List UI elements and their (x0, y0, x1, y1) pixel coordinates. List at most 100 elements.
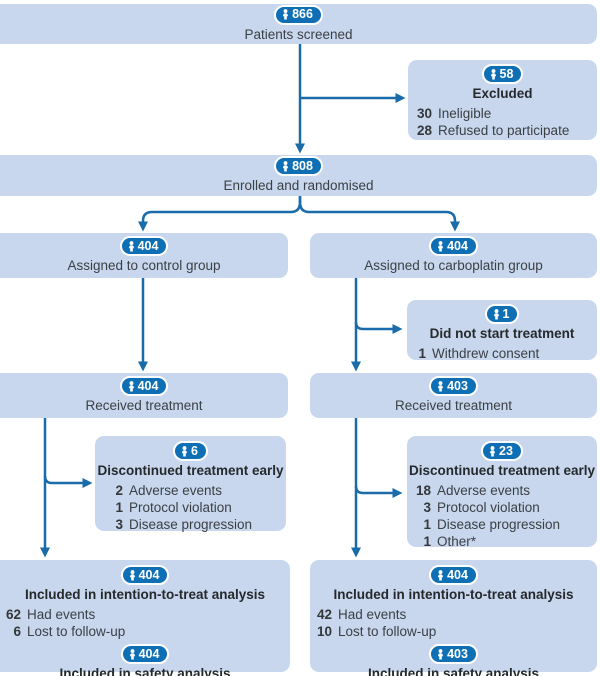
list-item: 1 Disease progression (412, 516, 597, 533)
item-count: 42 (316, 607, 332, 622)
item-label: Disease progression (437, 517, 561, 532)
item-count: 62 (5, 607, 21, 622)
count-value: 58 (499, 66, 514, 81)
item-count: 1 (423, 534, 431, 549)
box-discontinued-control: 6 Discontinued treatment early 2 Adverse… (95, 436, 286, 533)
box-assigned-control: 404 Assigned to control group (0, 233, 288, 278)
arrow-split-right (298, 196, 460, 232)
reason-list: 2 Adverse events 1 Protocol violation 3 … (95, 482, 286, 533)
item-label: Ineligible (438, 106, 492, 121)
count-value: 403 (447, 378, 468, 393)
item-count: 3 (423, 500, 431, 515)
box-title: Did not start treatment (429, 326, 575, 342)
person-icon (181, 446, 188, 457)
item-count: 1 (418, 346, 426, 361)
count-badge: 404 (429, 236, 478, 257)
count-value: 23 (499, 443, 513, 458)
box-title: Discontinued treatment early (97, 463, 284, 479)
item-label: Disease progression (129, 517, 253, 532)
person-icon (282, 161, 289, 172)
person-icon (129, 570, 136, 581)
person-icon (489, 446, 496, 457)
box-title: Excluded (472, 86, 533, 102)
reason-list: 1 Withdrew consent (407, 345, 597, 362)
arrow-branch-discontinued-control (43, 475, 93, 488)
count-badge: 403 (429, 376, 478, 397)
box-assigned-carboplatin: 404 Assigned to carboplatin group (310, 233, 597, 278)
arrow-branch-discontinued-carboplatin (354, 485, 403, 498)
item-count: 18 (415, 483, 431, 498)
box-title: Included in safety analysis (367, 666, 540, 676)
item-label: Other* (437, 534, 477, 549)
person-icon (128, 381, 135, 392)
item-count: 1 (115, 500, 123, 515)
box-label: Patients screened (244, 26, 353, 42)
reason-list: 30 Ineligible 28 Refused to participate (408, 105, 597, 139)
outcome-list: 42 Had events 10 Lost to follow-up (310, 606, 597, 640)
item-label: Adverse events (437, 483, 531, 498)
list-item: 62 Had events (0, 606, 290, 623)
box-title: Included in intention-to-treat analysis (333, 587, 574, 603)
box-received-control: 404 Received treatment (0, 373, 288, 418)
item-label: Protocol violation (437, 500, 540, 515)
person-icon (437, 241, 444, 252)
item-label: Withdrew consent (432, 346, 540, 361)
box-label: Received treatment (394, 398, 513, 414)
list-item: 3 Protocol violation (412, 499, 597, 516)
item-label: Protocol violation (129, 500, 232, 515)
list-item: 30 Ineligible (413, 105, 597, 122)
count-value: 1 (502, 306, 510, 321)
count-value: 404 (137, 378, 159, 393)
item-label: Had events (27, 607, 96, 622)
count-badge: 404 (119, 376, 169, 397)
list-item: 28 Refused to participate (413, 122, 597, 139)
count-badge: 404 (429, 565, 478, 586)
box-itt-carboplatin: 404 Included in intention-to-treat analy… (310, 560, 597, 676)
list-item: 42 Had events (313, 606, 597, 623)
box-discontinued-carboplatin: 23 Discontinued treatment early 18 Adver… (407, 436, 597, 550)
list-item: 1 Other* (412, 533, 597, 550)
count-badge: 23 (481, 441, 523, 462)
count-value: 404 (137, 238, 159, 253)
arrow-branch-did-not-start (354, 321, 403, 334)
item-count: 1 (423, 517, 431, 532)
count-value: 404 (447, 238, 468, 253)
item-count: 6 (13, 624, 21, 639)
box-title: Discontinued treatment early (408, 463, 596, 479)
item-label: Refused to participate (438, 123, 570, 138)
count-badge: 6 (173, 441, 208, 462)
count-badge: 866 (274, 4, 323, 25)
item-count: 30 (416, 106, 432, 121)
count-badge: 1 (484, 304, 520, 325)
person-icon (437, 649, 444, 660)
box-received-carboplatin: 403 Received treatment (310, 373, 597, 418)
count-badge: 808 (274, 156, 323, 177)
arrow-split-left (138, 196, 302, 232)
list-item: 1 Protocol violation (105, 499, 286, 516)
outcome-list: 62 Had events 6 Lost to follow-up (0, 606, 290, 640)
list-item: 1 Withdrew consent (412, 345, 597, 362)
person-icon (282, 9, 289, 20)
item-label: Lost to follow-up (27, 624, 126, 639)
person-icon (490, 69, 497, 80)
item-label: Had events (338, 607, 407, 622)
person-icon (493, 309, 500, 320)
person-icon (437, 381, 444, 392)
box-label: Assigned to carboplatin group (364, 258, 543, 274)
list-item: 6 Lost to follow-up (0, 623, 290, 640)
count-value: 6 (191, 443, 198, 458)
person-icon (128, 241, 135, 252)
box-title: Included in safety analysis (59, 666, 231, 676)
count-value: 808 (292, 158, 313, 173)
person-icon (129, 649, 136, 660)
box-itt-control: 404 Included in intention-to-treat analy… (0, 560, 290, 676)
box-label: Enrolled and randomised (223, 178, 374, 194)
list-item: 2 Adverse events (105, 482, 286, 499)
item-label: Adverse events (129, 483, 223, 498)
count-value: 866 (292, 7, 313, 21)
person-icon (437, 570, 444, 581)
count-value: 404 (447, 567, 468, 582)
count-badge: 404 (120, 565, 170, 586)
list-item: 3 Disease progression (105, 516, 286, 533)
